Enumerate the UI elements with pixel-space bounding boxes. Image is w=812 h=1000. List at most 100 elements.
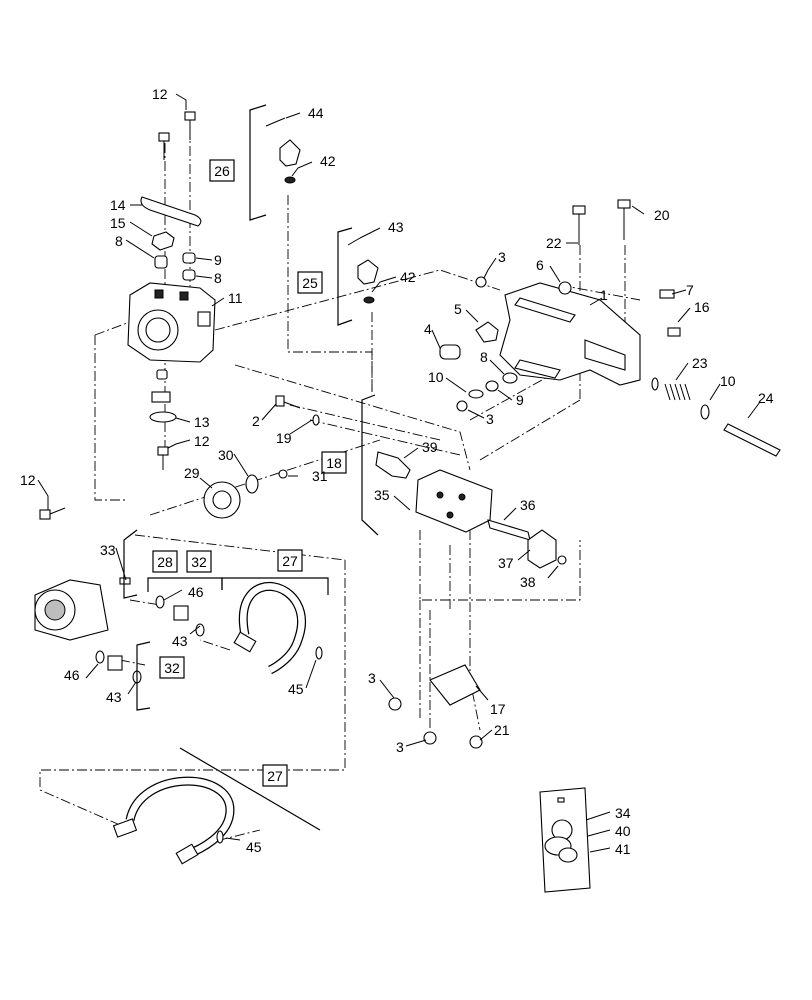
fittings-lower [95,650,142,684]
callout-7: 7 [686,282,694,298]
callout-numbers: 12 44 42 14 15 8 9 8 11 43 42 3 6 22 20 … [20,86,774,857]
callout-35: 35 [374,487,390,503]
bolt-24 [723,423,781,457]
callout-12c: 12 [20,472,36,488]
callout-27a: 27 [282,553,298,569]
callout-16: 16 [694,299,710,315]
boxed-callout-32b: 32 [159,656,185,679]
callout-13: 13 [194,414,210,430]
callout-29: 29 [184,465,200,481]
washer-30 [245,474,259,494]
callout-18: 18 [326,455,342,471]
boxed-callout-32a: 32 [186,550,212,573]
gear-29 [203,481,241,519]
callout-8a: 8 [115,233,123,249]
callout-10b: 10 [720,373,736,389]
callout-37: 37 [498,555,514,571]
bolt-top-right [184,111,196,140]
plate-14 [140,196,202,227]
spring-23 [651,377,691,401]
hose-lower [112,776,235,865]
callout-10a: 10 [428,369,444,385]
callout-42a: 42 [320,153,336,169]
callout-3c: 3 [368,670,376,686]
callout-2: 2 [252,413,260,429]
lower-stack-13 [149,369,177,470]
callout-22: 22 [546,235,562,251]
group-brackets [123,104,379,831]
callout-34: 34 [615,805,631,821]
callout-43a: 43 [388,219,404,235]
callout-36: 36 [520,497,536,513]
fittings-upper [155,595,205,637]
callout-5: 5 [454,301,462,317]
fitting-43 [347,237,379,304]
callout-14: 14 [110,197,126,213]
callout-23: 23 [692,355,708,371]
callout-32b: 32 [164,660,180,676]
hydraulic-motor [34,577,131,641]
callout-28: 28 [157,554,173,570]
boxed-callout-18: 18 [321,451,347,474]
callout-38: 38 [520,574,536,590]
callout-33: 33 [100,542,116,558]
callout-43b: 43 [172,633,188,649]
boxed-callout-28: 28 [152,550,178,573]
callout-39: 39 [422,439,438,455]
screw-31 [278,469,288,479]
callout-25: 25 [302,275,318,291]
callout-6: 6 [536,257,544,273]
leader-lines [37,93,761,853]
callout-19: 19 [276,430,292,446]
callout-8c: 8 [480,349,488,365]
callout-8b: 8 [214,270,222,286]
valve-block [415,469,493,533]
boxed-callout-26: 26 [209,159,235,182]
fitting-39 [375,451,411,479]
callout-24: 24 [758,390,774,406]
callout-12b: 12 [194,433,210,449]
bolt-20-22 [572,199,631,245]
callout-21: 21 [494,722,510,738]
fitting-44 [265,117,301,184]
callout-31: 31 [312,468,328,484]
callout-12a: 12 [152,86,168,102]
callout-27b: 27 [267,768,283,784]
washer-10 [700,404,710,420]
callout-44: 44 [308,105,324,121]
callout-3d: 3 [396,739,404,755]
callout-45b: 45 [246,839,262,855]
callout-46a: 46 [188,584,204,600]
boxed-callout-25: 25 [297,271,323,294]
callout-45a: 45 [288,681,304,697]
callout-1: 1 [600,287,608,303]
boxed-callout-27b: 27 [262,764,288,787]
callout-26: 26 [214,163,230,179]
callout-42b: 42 [400,269,416,285]
seal-kit-bag [539,787,591,893]
callout-15: 15 [110,215,126,231]
boxed-callout-27a: 27 [277,549,303,572]
callout-32a: 32 [191,554,207,570]
nuts-bottom [388,697,483,749]
callout-46b: 46 [64,667,80,683]
bracket-small-parts [439,276,681,412]
hose-upper [233,582,323,675]
callout-41: 41 [615,841,631,857]
callout-43c: 43 [106,689,122,705]
callout-9a: 9 [214,252,222,268]
callout-11: 11 [228,290,243,306]
callout-20: 20 [654,207,670,223]
callout-4: 4 [424,321,432,337]
valve-stem-36 [487,519,531,541]
bolt-12-left [39,507,66,520]
nut-15 [151,231,175,251]
bushings-8-9 [154,252,196,281]
callout-40: 40 [615,823,631,839]
callout-3a: 3 [498,249,506,265]
bracket-1 [499,282,641,386]
valve-37 [527,529,567,569]
callout-9b: 9 [516,392,524,408]
bolt-2 [275,395,320,426]
